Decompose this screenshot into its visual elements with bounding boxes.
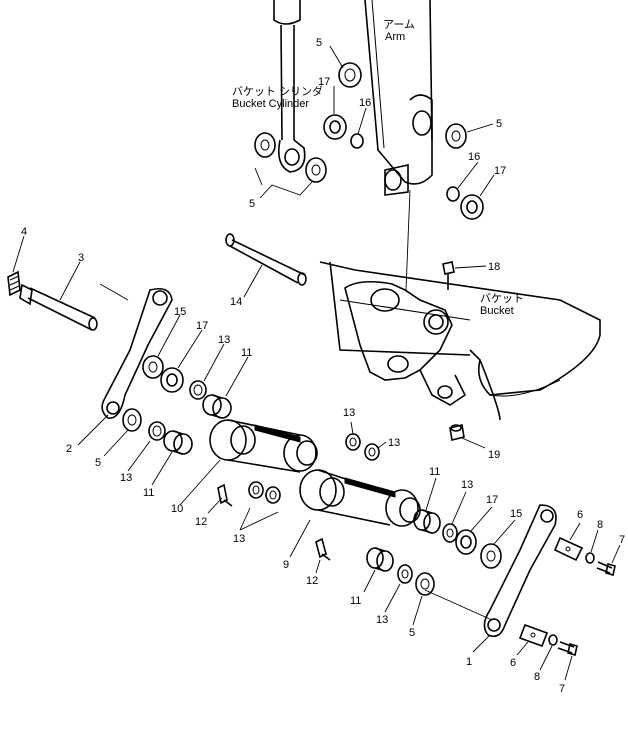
bucket-label-jp: バケット xyxy=(480,292,524,305)
callout-7: 7 xyxy=(619,534,625,546)
seal-13-center-b xyxy=(364,443,380,461)
ring-16-top xyxy=(350,133,364,149)
washer-17-top xyxy=(323,114,347,140)
callout-7: 7 xyxy=(559,683,565,695)
bucket-label-en: Bucket xyxy=(480,305,514,317)
arm-label-jp: アーム xyxy=(383,18,415,31)
callout-8: 8 xyxy=(597,519,603,531)
callout-11: 11 xyxy=(350,595,361,607)
callout-16: 16 xyxy=(468,151,480,163)
link-plate-1 xyxy=(483,504,557,638)
washer-15-left xyxy=(142,355,164,379)
callout-3: 3 xyxy=(78,252,84,264)
washer-5-cyl-b xyxy=(305,157,327,183)
link-plate-2 xyxy=(101,287,173,419)
bucket-cylinder xyxy=(273,0,306,173)
pin-14 xyxy=(225,233,307,286)
bucket-cylinder-label-en: Bucket Cylinder xyxy=(232,98,309,110)
callout-4: 4 xyxy=(21,226,27,238)
callout-12: 12 xyxy=(195,516,207,528)
seal-13-center-a xyxy=(345,433,361,451)
callout-19: 19 xyxy=(488,449,500,461)
lever-9 xyxy=(299,469,421,527)
grease-fitting-4 xyxy=(7,270,21,297)
seal-13-lower-a xyxy=(248,481,264,499)
plate-6-upper xyxy=(553,536,584,562)
callout-1: 1 xyxy=(466,656,472,668)
ring-16-right xyxy=(446,186,460,202)
fitting-19 xyxy=(449,424,465,441)
seal-13-right xyxy=(442,523,458,543)
seal-13-bottom xyxy=(397,564,413,584)
callout-2: 2 xyxy=(66,443,72,455)
callout-18: 18 xyxy=(488,261,500,273)
grease-fitting-12-b xyxy=(315,537,331,561)
callout-17: 17 xyxy=(486,494,498,506)
washer-5-cyl-a xyxy=(254,132,276,158)
arm-label-en: Arm xyxy=(385,31,405,43)
callout-5: 5 xyxy=(409,627,415,639)
callout-6: 6 xyxy=(510,657,516,669)
callout-8: 8 xyxy=(534,671,540,683)
callout-11: 11 xyxy=(429,466,440,478)
callout-5: 5 xyxy=(496,118,502,130)
callout-10: 10 xyxy=(171,503,183,515)
bucket-bracket xyxy=(344,280,467,406)
washer-5-top xyxy=(338,62,362,88)
washer-5-bottom xyxy=(415,572,435,596)
seal-13-left-b xyxy=(148,421,166,441)
callout-13: 13 xyxy=(343,407,355,419)
callout-12: 12 xyxy=(306,575,318,587)
callout-9: 9 xyxy=(283,559,289,571)
callout-17: 17 xyxy=(494,165,506,177)
bolt-7-lower xyxy=(557,641,578,657)
callout-16: 16 xyxy=(359,97,371,109)
bushing-11-left-b xyxy=(163,430,193,455)
bushing-11-left-a xyxy=(202,394,232,419)
callout-15: 15 xyxy=(174,306,186,318)
grease-fitting-12-a xyxy=(217,483,233,507)
callout-5: 5 xyxy=(95,457,101,469)
washer-5-left xyxy=(122,408,142,432)
callout-17: 17 xyxy=(196,320,208,332)
leader-lines xyxy=(12,45,621,681)
washer-8-upper xyxy=(585,552,595,564)
callout-14: 14 xyxy=(230,296,242,308)
bushing-11-bottom xyxy=(366,547,394,572)
washer-17-right-low xyxy=(455,529,477,555)
washer-5-right xyxy=(445,123,467,149)
bushing-11-right xyxy=(413,509,441,534)
callout-6: 6 xyxy=(577,509,583,521)
seal-13-lower-b xyxy=(265,486,281,504)
callout-11: 11 xyxy=(143,487,154,499)
lever-10 xyxy=(209,419,318,473)
washer-17-right xyxy=(460,194,484,220)
bolt-18 xyxy=(442,261,455,290)
washer-8-lower xyxy=(548,634,558,646)
callout-5: 5 xyxy=(249,198,255,210)
callout-13: 13 xyxy=(461,479,473,491)
bucket-cylinder-label-jp: バケット シリンダ xyxy=(232,84,323,98)
washer-15-right xyxy=(480,543,502,569)
callout-13: 13 xyxy=(376,614,388,626)
callout-5: 5 xyxy=(316,37,322,49)
callout-13: 13 xyxy=(120,472,132,484)
washer-17-left xyxy=(160,367,184,393)
callout-11: 11 xyxy=(241,347,252,359)
callout-15: 15 xyxy=(510,508,522,520)
callout-13: 13 xyxy=(388,437,400,449)
callout-13: 13 xyxy=(218,334,230,346)
arm-structure xyxy=(364,0,433,196)
pin-3 xyxy=(19,283,98,331)
bolt-7-upper xyxy=(596,561,616,577)
plate-6-lower xyxy=(518,623,549,648)
callout-13: 13 xyxy=(233,533,245,545)
callout-17: 17 xyxy=(318,76,330,88)
seal-13-left-a xyxy=(189,380,207,400)
bucket-body xyxy=(319,261,601,421)
